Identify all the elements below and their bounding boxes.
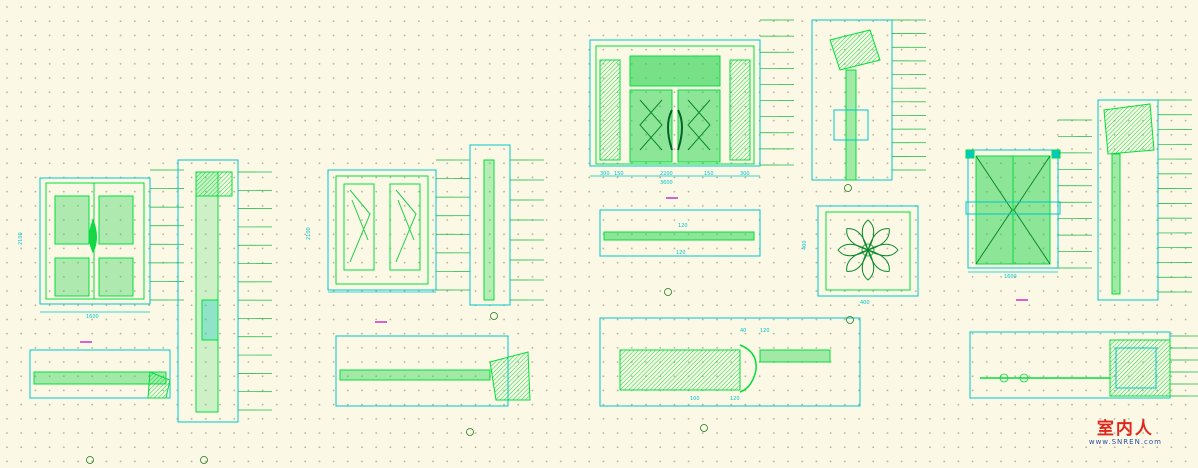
- plan-hatch: [619, 349, 741, 391]
- door1-panel-br: [98, 257, 134, 297]
- sec4-head-hatch: [1103, 103, 1155, 155]
- plan-dim-a: 40: [740, 328, 746, 334]
- sec1-jamb: [195, 171, 219, 413]
- rail-core: [603, 231, 755, 241]
- rail-marker: [664, 288, 672, 296]
- door3-dim-colleft: 150: [614, 171, 624, 177]
- sec3-box: [833, 109, 869, 141]
- door2-outer: [327, 169, 437, 291]
- door4-outer: [967, 149, 1059, 269]
- door3-side-r: [729, 59, 751, 161]
- plan-outer: [599, 317, 861, 407]
- door3-dim-total: 3600: [660, 180, 673, 186]
- sec2-outer: [469, 144, 511, 306]
- door1-section: [29, 349, 171, 399]
- door4-corner-r: [1051, 149, 1061, 159]
- door1-panel-bl: [54, 257, 90, 297]
- plan-rail: [759, 349, 831, 363]
- door3-transom: [629, 55, 721, 87]
- sec2-core: [483, 159, 495, 301]
- sec1-marker: [200, 456, 208, 464]
- door1-marker: [86, 456, 94, 464]
- door2-glass-l: [349, 189, 371, 263]
- rail-dim-b: 120: [676, 250, 686, 256]
- door1-outer: [39, 177, 151, 305]
- door1-dim-side: 2100: [18, 232, 24, 245]
- door4-diag: [975, 155, 1051, 265]
- rail-dim-a: 120: [678, 223, 688, 229]
- door4-dim-width: 1600: [1004, 274, 1017, 280]
- door3-side-l: [599, 59, 621, 161]
- sec5-hinge: [1019, 373, 1029, 383]
- door1-center-ornament: [89, 218, 97, 254]
- plan-marker: [700, 424, 708, 432]
- rail-outer: [599, 209, 761, 257]
- panel-inner: [825, 211, 911, 291]
- panel-dim-height: 400: [802, 240, 808, 250]
- door2-leaf-l: [343, 183, 375, 271]
- door3-lattice-l: [639, 99, 663, 151]
- door2-marker: [466, 428, 474, 436]
- panel-petal: [867, 228, 890, 251]
- door3-dim-colright: 150: [704, 171, 714, 177]
- sec3-head-hatch: [829, 29, 881, 71]
- door2-section-hatch: [489, 351, 531, 401]
- door2-section-rail: [339, 369, 491, 381]
- door3-leaf-l: [629, 89, 673, 163]
- sec5-hinge: [999, 373, 1009, 383]
- panel-marker: [846, 316, 854, 324]
- door1-frame: [45, 182, 145, 300]
- panel-dim-width: 400: [860, 300, 870, 306]
- door1-dim-width: 1600: [86, 314, 99, 320]
- watermark-url: www.SNREN.com: [1088, 438, 1162, 446]
- panel-outer: [817, 205, 919, 297]
- sec2-marker: [490, 312, 498, 320]
- plan-dim-b: 120: [760, 328, 770, 334]
- door2-glass-r: [395, 189, 417, 263]
- plan-dim-e: 120: [730, 396, 740, 402]
- panel-rosette: [861, 243, 875, 257]
- plan-swing: [739, 344, 757, 393]
- door3-leaf-r: [677, 89, 721, 163]
- sec5-box: [1115, 347, 1157, 389]
- door3-dim-center: 2200: [660, 171, 673, 177]
- sec3-core: [845, 69, 857, 181]
- door4-rail: [965, 201, 1061, 215]
- door1-panel-tr: [98, 195, 134, 245]
- door2-leaf-r: [389, 183, 421, 271]
- door3-frame: [595, 45, 755, 165]
- door2-dim-height: 2100: [306, 227, 312, 240]
- plan-dim-d: 100: [690, 396, 700, 402]
- sec1-outer: [177, 159, 239, 423]
- door2-frame: [335, 175, 429, 285]
- sec1-handle: [201, 299, 219, 341]
- door1-section-rail: [33, 371, 167, 385]
- door3-outer: [589, 39, 761, 167]
- site-watermark: 室内人 www.SNREN.com: [1089, 420, 1162, 446]
- sec4-outer: [1097, 99, 1159, 301]
- door1-section-hatch: [147, 371, 171, 399]
- door3-handles: [667, 109, 683, 151]
- door3-lattice-r: [687, 99, 711, 151]
- door4-corner-l: [965, 149, 975, 159]
- door3-dim-right: 300: [740, 171, 750, 177]
- sec4-core: [1111, 153, 1121, 295]
- sec3-marker: [844, 184, 852, 192]
- watermark-label: 室内人: [1096, 419, 1154, 439]
- door1-panel-tl: [54, 195, 90, 245]
- door3-dim-left: 300: [600, 171, 610, 177]
- sec1-head: [195, 171, 233, 197]
